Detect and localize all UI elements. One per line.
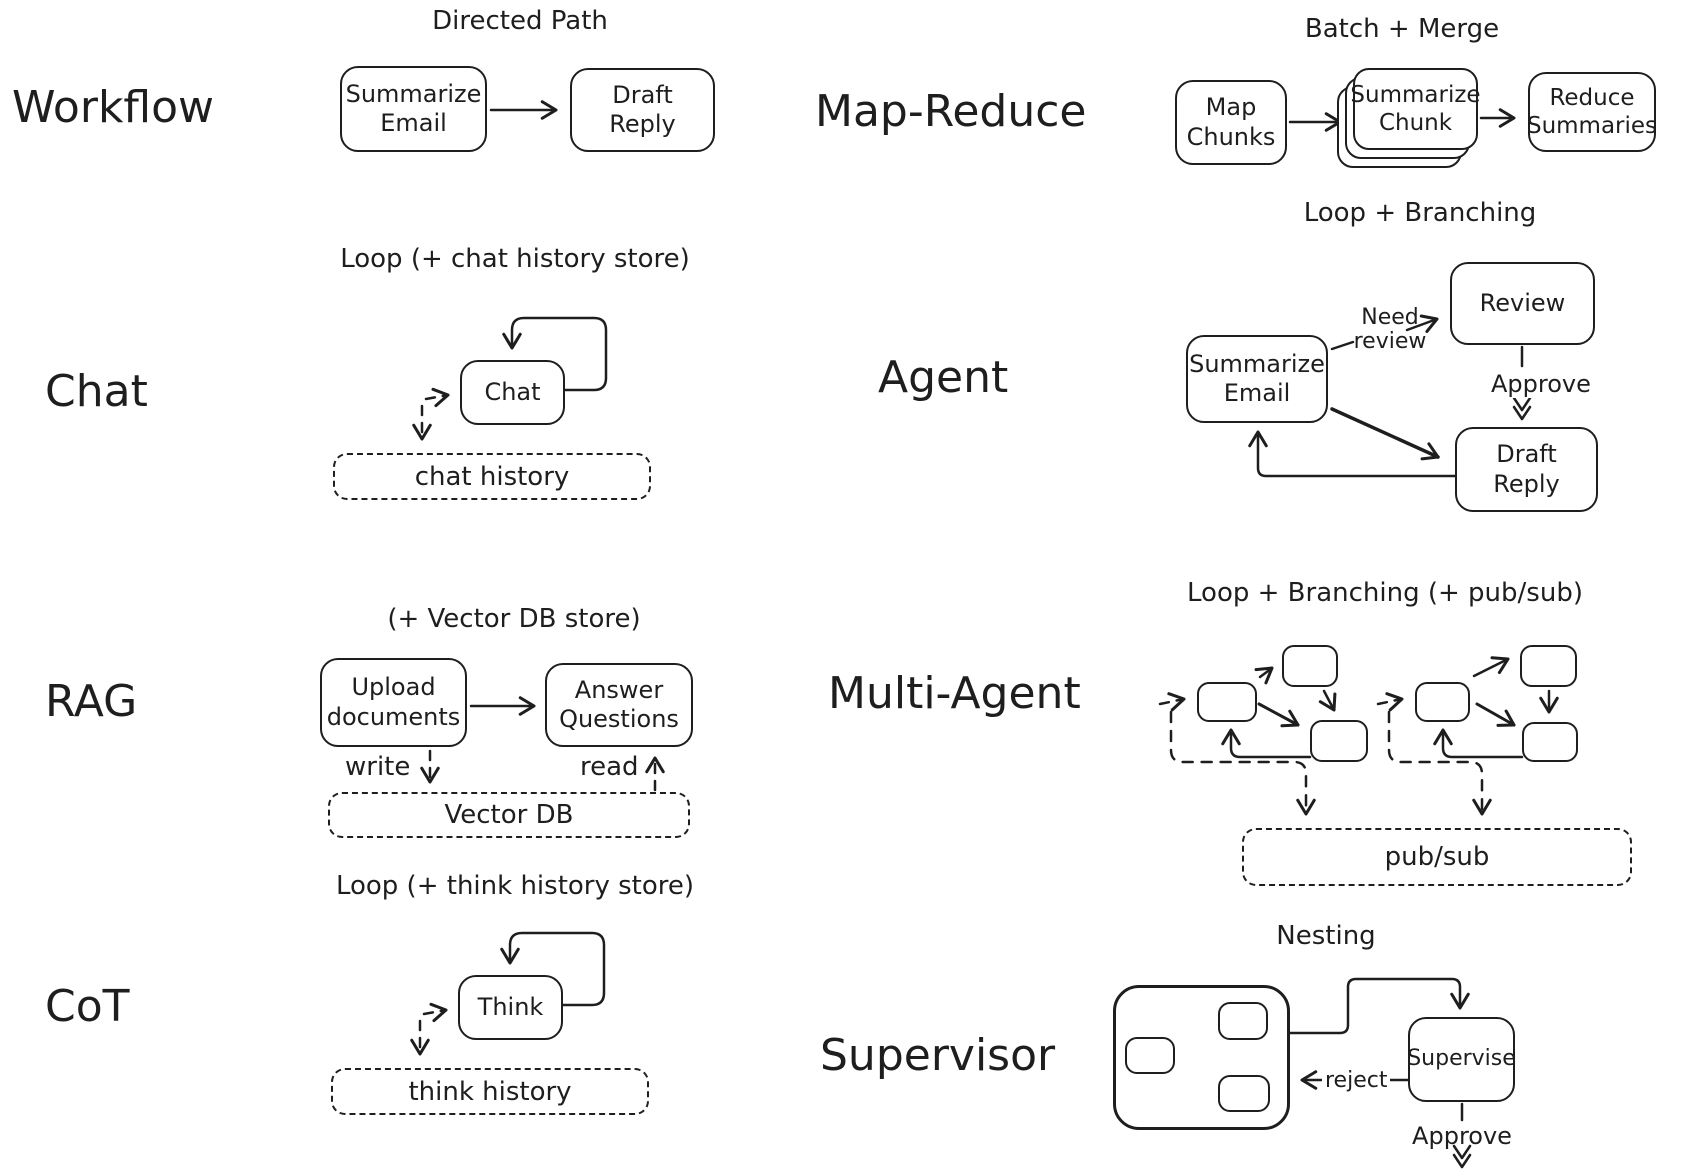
mapreduce-node-reduce-summaries: Reduce Summaries [1527,72,1657,152]
supervisor-edge-label-reject: reject [1322,1068,1391,1093]
agent-diagonal-arrow [1330,407,1440,461]
section-label-multi-agent: Multi-Agent [828,668,1081,719]
workflow-node-draft-reply: Draft Reply [570,68,715,152]
section-label-map-reduce: Map-Reduce [815,86,1087,137]
multiagent-right-entry [1376,692,1404,712]
mapreduce-node-map-chunks: Map Chunks [1175,80,1287,165]
pattern-title-chat: Loop (+ chat history store) [340,244,690,274]
multiagent-left-loopback [1221,728,1312,759]
section-label-rag: RAG [45,676,138,727]
mapreduce-node-summarize-chunk: Summarize Chunk [1350,68,1481,150]
section-label-supervisor: Supervisor [820,1030,1056,1081]
section-label-chat: Chat [45,366,148,417]
multiagent-left-arrow-2 [1318,689,1337,712]
multiagent-left-node-a [1197,682,1257,722]
rag-edge-label-read: read [580,752,639,782]
supervisor-nesting-connector [1288,977,1470,1035]
pattern-title-rag: (+ Vector DB store) [387,604,641,634]
supervisor-inner-node-b [1218,1002,1268,1040]
multiagent-left-entry [1158,692,1186,712]
agent-edge-label-approve: Approve [1488,370,1594,398]
supervisor-node-supervise: Supervise [1407,1017,1516,1102]
section-label-cot: CoT [45,981,130,1032]
pattern-title-map-reduce: Batch + Merge [1304,14,1500,44]
workflow-node-summarize-email: Summarize Email [340,66,487,152]
multiagent-right-node-c [1522,722,1578,762]
agent-node-review: Review [1450,262,1595,345]
supervisor-inner-node-a [1125,1037,1175,1074]
multiagent-right-node-a [1415,682,1470,722]
pattern-title-multi-agent: Loop + Branching (+ pub/sub) [1187,578,1583,608]
rag-edge-label-write: write [345,752,411,782]
pattern-title-supervisor: Nesting [1276,921,1376,951]
agent-need-review-tick [1330,340,1355,351]
chat-entry-arrow [424,387,450,408]
multiagent-right-diagonal [1475,702,1516,727]
supervisor-inner-node-c [1218,1075,1270,1112]
agent-approve-chevrons [1512,396,1532,421]
agent-edge-label-need-review: Need review [1353,305,1427,355]
chat-history-store: chat history [333,453,651,500]
rag-node-answer-questions: Answer Questions [545,663,693,747]
multiagent-left-node-c [1310,720,1368,762]
agent-need-review-arrow [1405,314,1439,333]
pattern-title-cot: Loop (+ think history store) [335,871,695,901]
multiagent-pubsub-store: pub/sub [1242,828,1632,886]
multiagent-right-pubsub-arrow [1387,710,1492,816]
rag-node-upload-documents: Upload documents [320,658,467,747]
cot-entry-arrow [422,1002,448,1023]
agent-node-draft-reply: Draft Reply [1455,427,1598,512]
cot-loop-arrow [500,931,606,1007]
pattern-title-agent: Loop + Branching [1303,198,1537,228]
multiagent-left-arrow-1 [1254,666,1274,685]
rag-vector-db-store: Vector DB [328,792,690,838]
multiagent-right-arrow-1 [1472,656,1510,678]
multiagent-right-node-b [1520,645,1577,687]
section-label-agent: Agent [878,352,1009,403]
agent-node-summarize-email: Summarize Email [1186,335,1328,423]
pattern-title-workflow: Directed Path [432,6,608,36]
cot-think-history-store: think history [331,1068,649,1115]
chat-loop-arrow [502,316,608,392]
cot-node-think: Think [458,975,563,1040]
supervisor-edge-label-approve: Approve [1412,1122,1512,1150]
chat-node-chat: Chat [460,360,565,425]
multiagent-right-loopback [1433,728,1524,759]
multiagent-left-pubsub-arrow [1169,710,1316,816]
agent-loopback-arrow [1248,430,1457,478]
section-label-workflow: Workflow [12,82,215,133]
supervisor-approve-chevrons [1452,1144,1472,1169]
multiagent-left-diagonal [1257,702,1300,728]
multiagent-left-node-b [1282,645,1338,687]
